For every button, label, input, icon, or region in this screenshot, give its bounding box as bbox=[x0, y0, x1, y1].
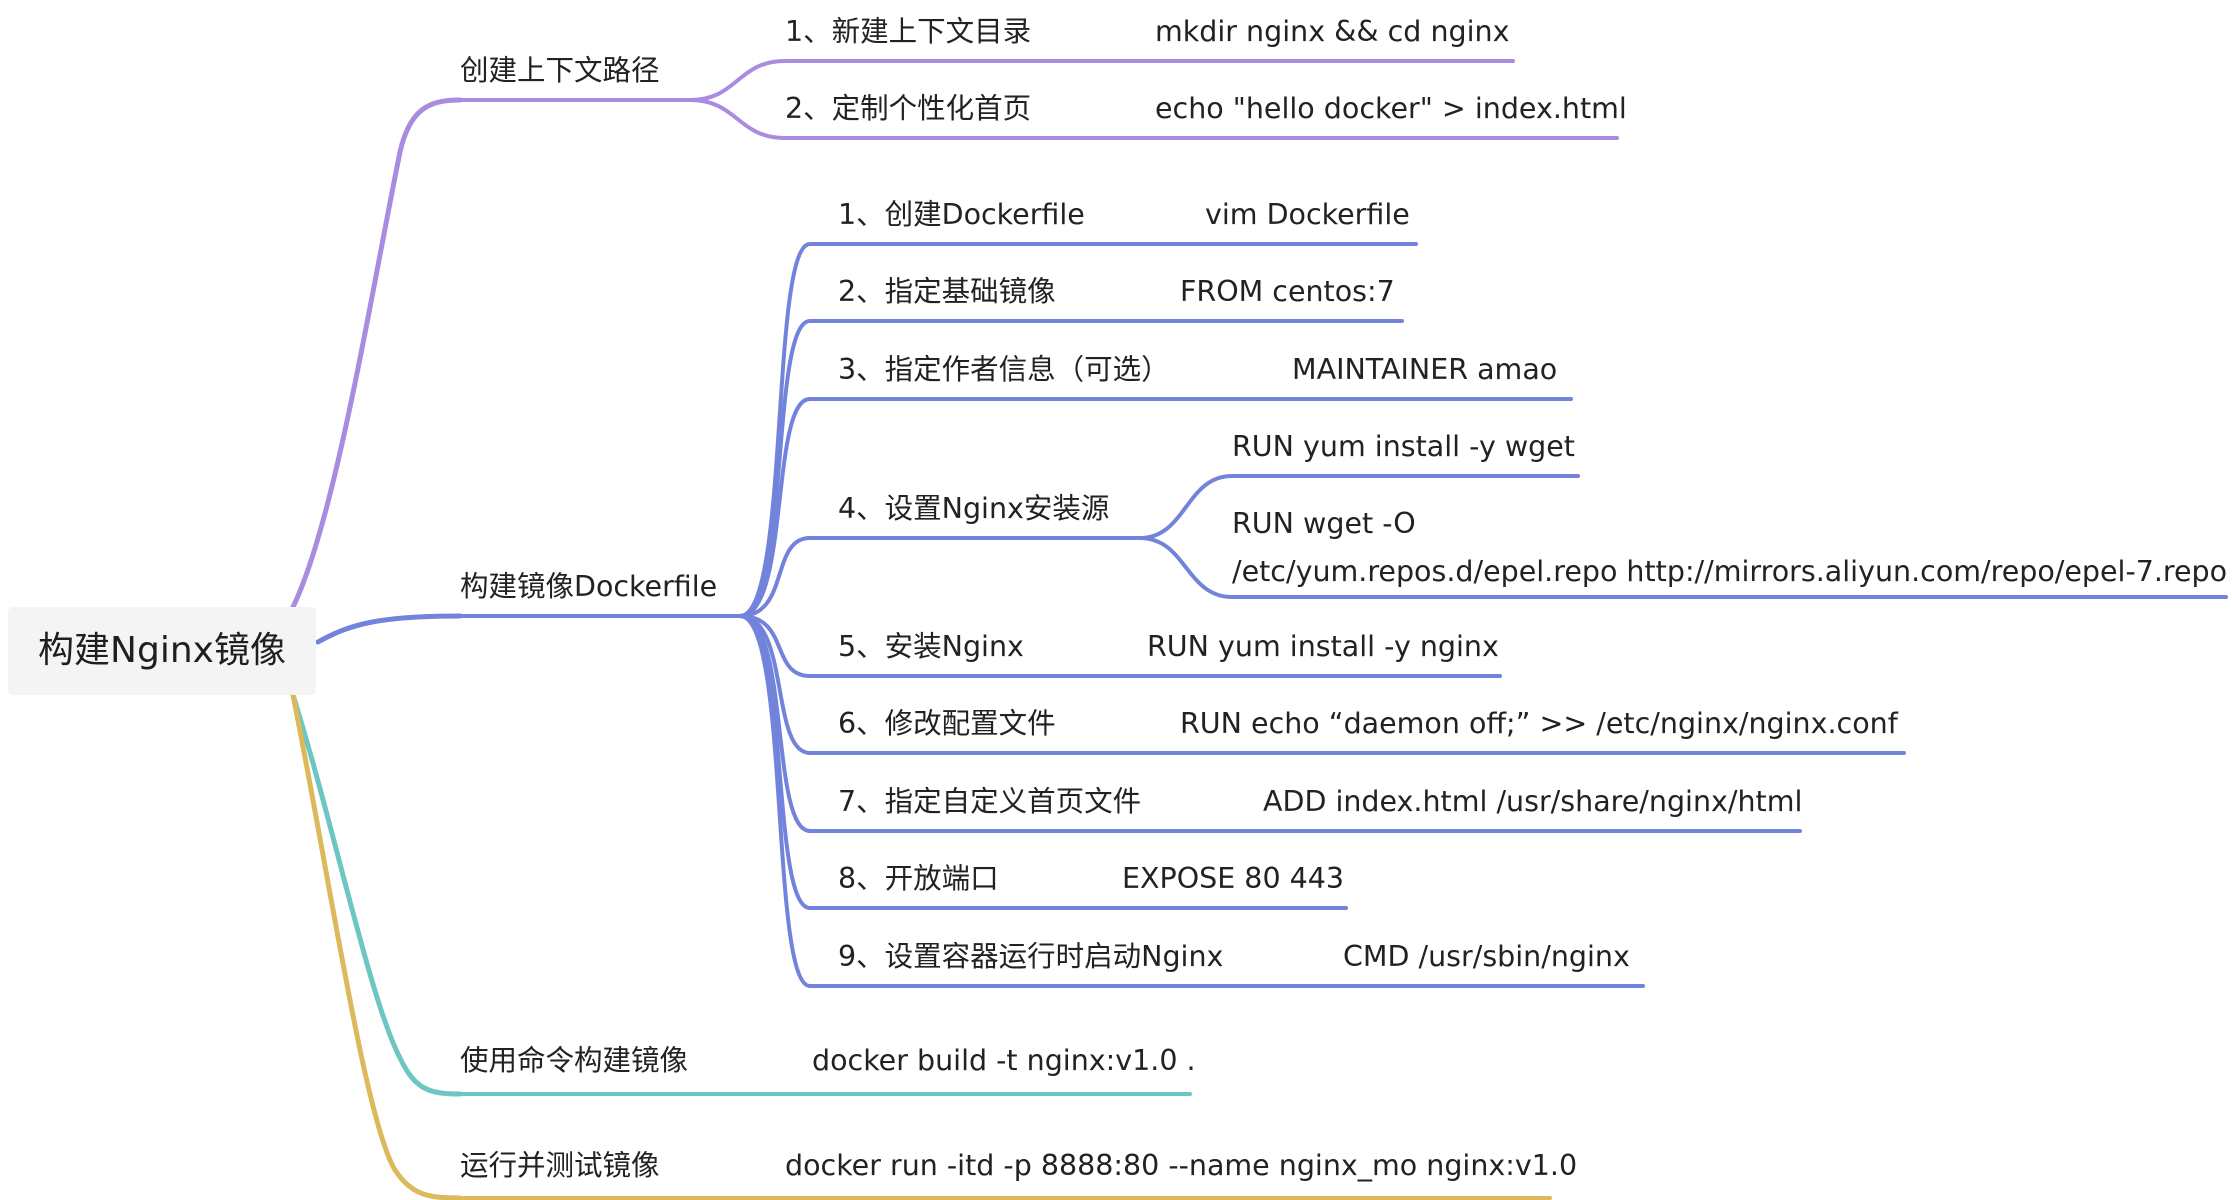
branch-label-run-test[interactable]: 运行并测试镜像 bbox=[460, 1149, 660, 1182]
step-label[interactable]: 3、指定作者信息（可选） bbox=[838, 353, 1170, 386]
command-text-multiline: RUN wget -O /etc/yum.repos.d/epel.repo h… bbox=[1232, 507, 2228, 588]
command-text: RUN echo “daemon off;” >> /etc/nginx/ngi… bbox=[1180, 707, 1898, 740]
step-label[interactable]: 7、指定自定义首页文件 bbox=[838, 785, 1142, 818]
command-text: mkdir nginx && cd nginx bbox=[1155, 15, 1510, 48]
command-text: RUN yum install -y wget bbox=[1232, 430, 1575, 463]
branch-label-context-path[interactable]: 创建上下文路径 bbox=[460, 54, 660, 87]
connector-line bbox=[738, 397, 1573, 618]
command-text: RUN yum install -y nginx bbox=[1147, 630, 1499, 663]
step-label[interactable]: 1、创建Dockerfile bbox=[838, 198, 1085, 231]
connector-line bbox=[688, 59, 1515, 102]
connector-line bbox=[315, 613, 463, 645]
step-label[interactable]: 1、新建上下文目录 bbox=[785, 15, 1032, 48]
command-text: echo "hello docker" > index.html bbox=[1155, 92, 1627, 125]
command-text: ADD index.html /usr/share/nginx/html bbox=[1263, 785, 1803, 818]
connector-line bbox=[290, 97, 463, 610]
connector-line bbox=[738, 614, 1906, 755]
step-label[interactable]: 2、定制个性化首页 bbox=[785, 92, 1032, 125]
step-label[interactable]: 8、开放端口 bbox=[838, 862, 999, 895]
connector-line bbox=[738, 319, 1404, 618]
step-label[interactable]: 6、修改配置文件 bbox=[838, 707, 1056, 740]
connector-line bbox=[738, 536, 1142, 618]
connector-line bbox=[738, 614, 1645, 988]
branch-label-dockerfile[interactable]: 构建镜像Dockerfile bbox=[460, 570, 718, 603]
command-text: docker run -itd -p 8888:80 --name nginx_… bbox=[785, 1149, 1578, 1182]
connector-line bbox=[738, 614, 1502, 678]
root-node[interactable]: 构建Nginx镜像 bbox=[8, 607, 316, 695]
branch-label-build-command[interactable]: 使用命令构建镜像 bbox=[460, 1044, 689, 1077]
connector-line bbox=[1138, 536, 2228, 599]
step-label[interactable]: 9、设置容器运行时启动Nginx bbox=[838, 940, 1224, 973]
step-label[interactable]: 2、指定基础镜像 bbox=[838, 275, 1056, 308]
connector-line bbox=[1138, 474, 1580, 540]
command-text: FROM centos:7 bbox=[1180, 275, 1395, 308]
command-text: vim Dockerfile bbox=[1205, 198, 1410, 231]
step-label[interactable]: 4、设置Nginx安装源 bbox=[838, 492, 1110, 525]
connector-line bbox=[290, 692, 463, 1097]
command-text: EXPOSE 80 443 bbox=[1122, 862, 1345, 895]
command-text: CMD /usr/sbin/nginx bbox=[1343, 940, 1630, 973]
step-label[interactable]: 5、安装Nginx bbox=[838, 630, 1024, 663]
connector-line bbox=[688, 98, 1619, 140]
connector-line bbox=[290, 692, 463, 1200]
command-text: MAINTAINER amao bbox=[1292, 353, 1558, 386]
command-text: docker build -t nginx:v1.0 . bbox=[812, 1044, 1196, 1077]
